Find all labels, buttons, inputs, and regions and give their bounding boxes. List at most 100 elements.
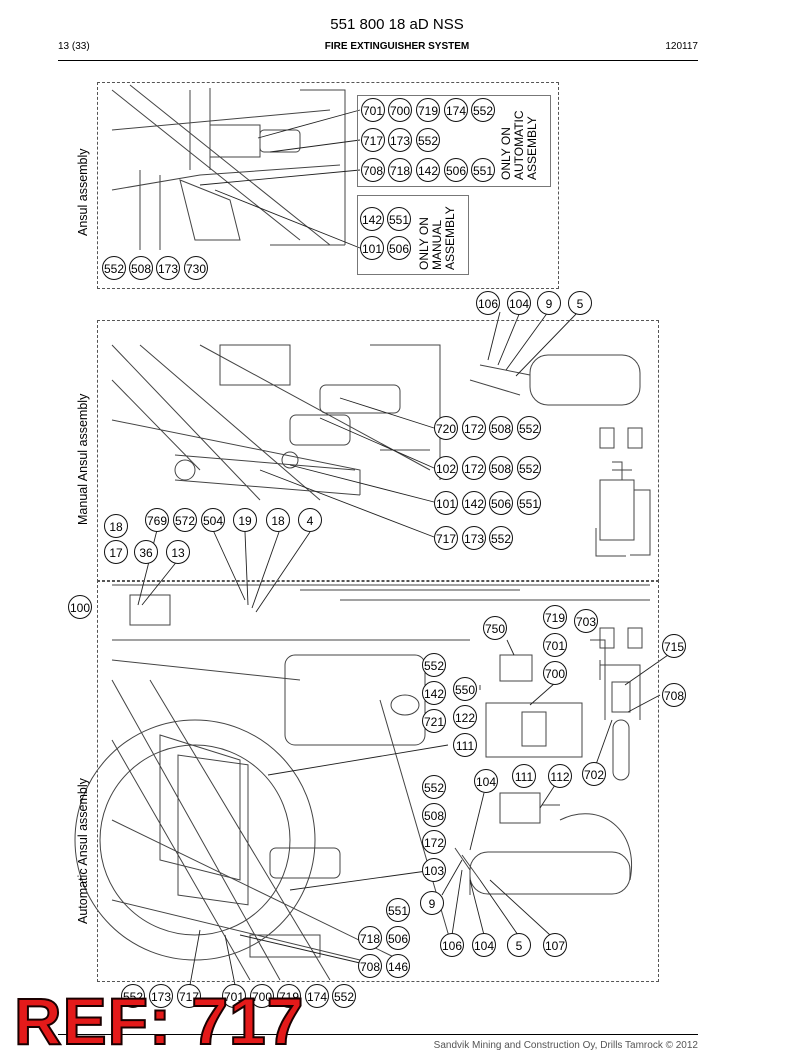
callout-bubble: 551 <box>471 158 495 182</box>
callout-bubble: 4 <box>298 508 322 532</box>
callout-bubble: 142 <box>360 207 384 231</box>
automatic-only-note-box <box>357 95 551 187</box>
reference-watermark: REF: 717 <box>13 984 305 1058</box>
callout-bubble: 552 <box>332 984 356 1008</box>
automatic-only-note: ONLY ON AUTOMATIC ASSEMBLY <box>499 110 539 180</box>
callout-bubble: 701 <box>543 633 567 657</box>
callout-bubble: 708 <box>358 954 382 978</box>
callout-bubble: 552 <box>489 526 513 550</box>
callout-bubble: 552 <box>471 98 495 122</box>
callout-bubble: 552 <box>416 128 440 152</box>
callout-bubble: 708 <box>361 158 385 182</box>
callout-bubble: 717 <box>361 128 385 152</box>
callout-bubble: 142 <box>416 158 440 182</box>
callout-bubble: 703 <box>574 609 598 633</box>
callout-bubble: 508 <box>489 416 513 440</box>
callout-bubble: 36 <box>134 540 158 564</box>
callout-bubble: 508 <box>489 456 513 480</box>
callout-bubble: 5 <box>507 933 531 957</box>
callout-bubble: 106 <box>440 933 464 957</box>
callout-bubble: 173 <box>462 526 486 550</box>
callout-bubble: 174 <box>444 98 468 122</box>
footer-copyright: Sandvik Mining and Construction Oy, Dril… <box>433 1040 698 1051</box>
callout-bubble: 701 <box>361 98 385 122</box>
callout-bubble: 172 <box>462 416 486 440</box>
callout-bubble: 551 <box>386 898 410 922</box>
callout-bubble: 718 <box>388 158 412 182</box>
callout-bubble: 702 <box>582 762 606 786</box>
callout-bubble: 506 <box>489 491 513 515</box>
callout-bubble: 720 <box>434 416 458 440</box>
header-rule <box>58 60 698 61</box>
callout-bubble: 717 <box>434 526 458 550</box>
callout-bubble: 718 <box>358 926 382 950</box>
callout-bubble: 104 <box>472 933 496 957</box>
callout-bubble: 769 <box>145 508 169 532</box>
callout-bubble: 552 <box>102 256 126 280</box>
callout-bubble: 103 <box>422 858 446 882</box>
callout-bubble: 107 <box>543 933 567 957</box>
callout-bubble: 101 <box>434 491 458 515</box>
callout-bubble: 506 <box>387 236 411 260</box>
callout-bubble: 173 <box>388 128 412 152</box>
callout-bubble: 111 <box>453 733 477 757</box>
callout-bubble: 18 <box>266 508 290 532</box>
callout-bubble: 552 <box>517 456 541 480</box>
callout-bubble: 19 <box>233 508 257 532</box>
callout-bubble: 552 <box>422 653 446 677</box>
callout-bubble: 552 <box>121 984 145 1008</box>
callout-bubble: 104 <box>474 769 498 793</box>
callout-bubble: 719 <box>277 984 301 1008</box>
callout-bubble: 700 <box>543 661 567 685</box>
callout-bubble: 122 <box>453 705 477 729</box>
callout-bubble: 506 <box>444 158 468 182</box>
callout-bubble: 721 <box>422 709 446 733</box>
callout-bubble: 9 <box>537 291 561 315</box>
callout-bubble: 551 <box>387 207 411 231</box>
callout-bubble: 504 <box>201 508 225 532</box>
callout-bubble: 715 <box>662 634 686 658</box>
callout-bubble: 700 <box>388 98 412 122</box>
callout-bubble: 173 <box>149 984 173 1008</box>
callout-bubble: 551 <box>517 491 541 515</box>
callout-bubble: 508 <box>422 803 446 827</box>
callout-bubble: 101 <box>360 236 384 260</box>
callout-bubble: 146 <box>386 954 410 978</box>
callout-bubble: 701 <box>222 984 246 1008</box>
callout-bubble: 106 <box>476 291 500 315</box>
callout-bubble: 700 <box>250 984 274 1008</box>
callout-bubble: 13 <box>166 540 190 564</box>
callout-bubble: 17 <box>104 540 128 564</box>
callout-bubble: 142 <box>422 681 446 705</box>
automatic-ansul-assembly-frame <box>97 580 659 982</box>
callout-bubble: 5 <box>568 291 592 315</box>
callout-bubble: 111 <box>512 764 536 788</box>
callout-bubble: 173 <box>156 256 180 280</box>
callout-bubble: 708 <box>662 683 686 707</box>
callout-bubble: 142 <box>462 491 486 515</box>
callout-bubble: 100 <box>68 595 92 619</box>
section-label-manual: Manual Ansul assembly <box>76 393 90 525</box>
footer-rule <box>58 1034 698 1035</box>
document-date: 120117 <box>665 41 698 52</box>
callout-bubble: 172 <box>422 830 446 854</box>
page-title: FIRE EXTINGUISHER SYSTEM <box>324 41 470 52</box>
callout-bubble: 750 <box>483 616 507 640</box>
callout-bubble: 719 <box>543 605 567 629</box>
callout-bubble: 719 <box>416 98 440 122</box>
callout-bubble: 172 <box>462 456 486 480</box>
callout-bubble: 174 <box>305 984 329 1008</box>
callout-bubble: 18 <box>104 514 128 538</box>
callout-bubble: 550 <box>453 677 477 701</box>
callout-bubble: 717 <box>177 984 201 1008</box>
callout-bubble: 730 <box>184 256 208 280</box>
callout-bubble: 102 <box>434 456 458 480</box>
ansul-assembly-frame <box>97 82 559 289</box>
callout-bubble: 9 <box>420 891 444 915</box>
callout-bubble: 506 <box>386 926 410 950</box>
callout-bubble: 572 <box>173 508 197 532</box>
page-number: 13 (33) <box>58 41 90 52</box>
manual-ansul-assembly-frame <box>97 320 659 582</box>
document-number: 551 800 18 aD NSS <box>330 16 464 33</box>
